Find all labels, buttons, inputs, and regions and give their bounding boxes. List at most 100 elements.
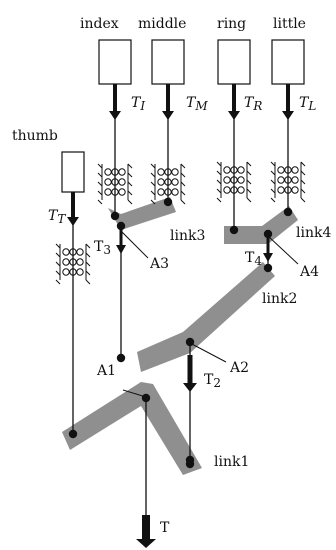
link1-label: link1 <box>214 454 249 470</box>
ring-spring-coil <box>230 176 238 184</box>
little-spring-coil <box>284 186 292 194</box>
little-spring <box>270 161 306 203</box>
thumb-spring-coil <box>62 248 70 256</box>
middle-spring-coil <box>164 168 172 176</box>
index-spring-tick-l <box>97 172 103 178</box>
little-spring-coil <box>284 176 292 184</box>
T-arrow-shaft <box>142 515 150 540</box>
link1-bar <box>62 382 202 475</box>
little-spring-tick-l <box>270 161 276 167</box>
little-spring-tick-l <box>270 170 276 176</box>
TL-label: TL <box>299 95 316 113</box>
thumb-label: thumb <box>12 128 58 144</box>
little-spring-tick-l <box>270 179 276 185</box>
ring-spring-tick-l <box>216 179 222 185</box>
ring-spring-tick-r <box>246 170 252 176</box>
TM-arrow-head <box>162 111 174 120</box>
A3-dot <box>116 221 126 231</box>
link4-bar <box>224 206 298 244</box>
ring-spring-coil <box>230 166 238 174</box>
ring-spring-tick-l <box>216 188 222 194</box>
TR-arrow-head <box>228 111 240 120</box>
T4-arrow-shaft <box>266 236 270 254</box>
ring-spring-coil <box>223 166 231 174</box>
index-spring-coil <box>118 178 126 186</box>
little-spring-coil <box>291 166 299 174</box>
index-spring-coil <box>111 178 119 186</box>
A4-label: A4 <box>299 264 319 280</box>
T2-arrow-shaft <box>187 355 193 384</box>
middle-box <box>151 39 185 85</box>
A1-dot <box>141 393 151 403</box>
ring-spring-coil <box>237 166 245 174</box>
middle-spring-coil <box>164 178 172 186</box>
leader-lines <box>120 230 299 398</box>
thumb-end-dot <box>68 429 78 439</box>
little-spring-tick-r <box>300 197 306 203</box>
TM-arrow-shaft <box>166 84 170 112</box>
T2-label: T2 <box>204 372 221 390</box>
thumb-spring <box>55 243 91 285</box>
link4-end-dot <box>263 263 273 273</box>
little-spring-coil <box>284 166 292 174</box>
T4-label: T4 <box>245 250 262 268</box>
A4-dot <box>263 229 273 239</box>
middle-spring-tick-l <box>150 199 156 205</box>
ring-label: ring <box>217 16 246 32</box>
ring-spring-coil <box>230 186 238 194</box>
TI-arrow-shaft <box>113 84 117 112</box>
middle-spring-coil <box>157 168 165 176</box>
springs <box>55 161 306 285</box>
thumb-spring-coil <box>69 258 77 266</box>
thumb-spring-tick-r <box>85 261 91 267</box>
T4-arrow-head <box>263 253 273 262</box>
little-spring-coil <box>291 176 299 184</box>
A4-leader <box>267 235 299 265</box>
thumb-spring-coil <box>76 258 84 266</box>
little-spring-coil <box>277 166 285 174</box>
ring-spring-tick-l <box>216 170 222 176</box>
little-spring-tick-r <box>300 179 306 185</box>
index-spring-coil <box>118 188 126 196</box>
thumb-box <box>61 151 85 193</box>
little-spring-coil <box>277 186 285 194</box>
middle-spring-coil <box>164 188 172 196</box>
thumb-spring-coil <box>69 268 77 276</box>
index-spring-coil <box>104 178 112 186</box>
index-spring-tick-r <box>127 172 133 178</box>
ring-joint-dot <box>229 225 239 235</box>
little-spring-tick-r <box>300 161 306 167</box>
thumb-spring-tick-r <box>85 252 91 258</box>
index-spring-tick-r <box>127 181 133 187</box>
TT-arrow-shaft <box>71 192 75 218</box>
ring-spring-tick-l <box>216 197 222 203</box>
TT-arrow-head <box>67 217 79 226</box>
A3-label: A3 <box>149 256 169 272</box>
index-spring-coil <box>104 188 112 196</box>
ring-spring-coil <box>237 176 245 184</box>
middle-spring-tick-r <box>180 199 186 205</box>
ring-spring-tick-r <box>246 188 252 194</box>
tension-arrows <box>67 84 294 548</box>
thumb-spring-tick-r <box>85 279 91 285</box>
thumb-spring-coil <box>76 268 84 276</box>
TR-label: TR <box>244 95 262 113</box>
index-joint-dot <box>110 211 120 221</box>
little-spring-coil <box>291 186 299 194</box>
thumb-spring-tick-l <box>55 252 61 258</box>
link3-label: link3 <box>170 228 205 244</box>
middle-spring-tick-l <box>150 181 156 187</box>
middle-spring-coil <box>171 178 179 186</box>
T-arrow-head <box>136 539 156 548</box>
little-joint-dot <box>283 207 293 217</box>
little-spring-tick-l <box>270 197 276 203</box>
T2-arrow-head <box>183 383 197 392</box>
link3-end-dot <box>116 353 126 363</box>
TI-arrow-head <box>109 111 121 120</box>
A2-leader <box>189 342 227 363</box>
middle-spring-tick-r <box>180 181 186 187</box>
TL-arrow-head <box>282 111 294 120</box>
ring-spring-coil <box>237 186 245 194</box>
TL-arrow-shaft <box>286 84 290 112</box>
